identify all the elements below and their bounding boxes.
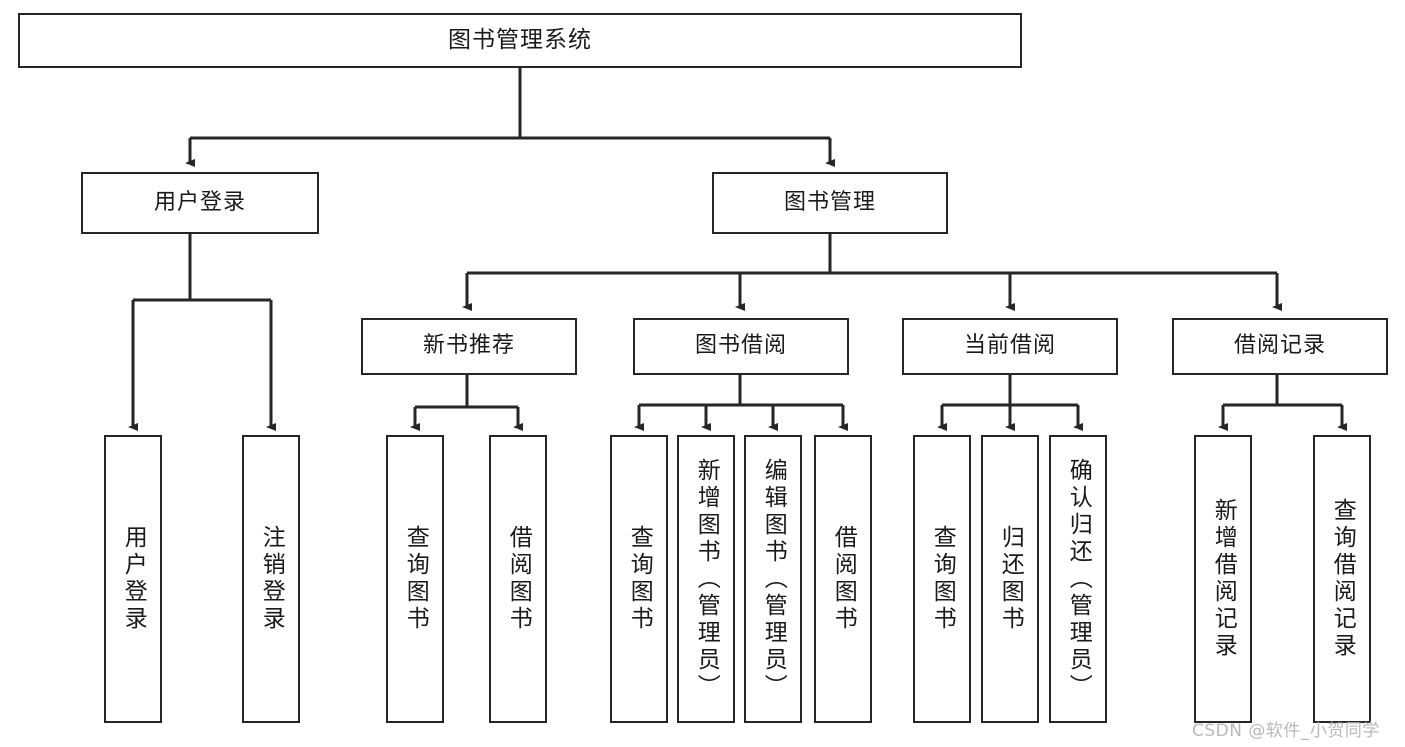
- node-label: 新书推荐: [422, 333, 515, 359]
- leaf-current-query-book[interactable]: 查询图书: [913, 435, 971, 723]
- leaf-borrow-query-book[interactable]: 查询图书: [610, 435, 668, 723]
- leaf-records-add-record[interactable]: 新增借阅记录: [1194, 435, 1252, 723]
- node-borrow-records[interactable]: 借阅记录: [1172, 318, 1388, 375]
- node-label: 注销登录: [258, 525, 285, 633]
- leaf-current-return-book[interactable]: 归还图书: [981, 435, 1039, 723]
- node-label: 查询借阅记录: [1329, 498, 1356, 660]
- leaf-records-query-record[interactable]: 查询借阅记录: [1313, 435, 1371, 723]
- node-current-borrow[interactable]: 当前借阅: [902, 318, 1118, 375]
- leaf-user-login-signin[interactable]: 用户登录: [104, 435, 162, 723]
- node-label: 图书管理: [783, 189, 876, 215]
- node-label: 查询图书: [929, 525, 956, 633]
- leaf-borrow-edit-book-admin[interactable]: 编辑图书（管理员）: [744, 435, 802, 723]
- leaf-borrow-add-book-admin[interactable]: 新增图书（管理员）: [677, 435, 735, 723]
- leaf-borrow-borrow-book[interactable]: 借阅图书: [814, 435, 872, 723]
- node-label: 用户登录: [153, 189, 246, 215]
- node-label: 新增借阅记录: [1210, 498, 1237, 660]
- node-label: 确认归还（管理员）: [1065, 457, 1092, 701]
- leaf-current-confirm-return-admin[interactable]: 确认归还（管理员）: [1049, 435, 1107, 723]
- node-label: 借阅记录: [1233, 333, 1326, 359]
- node-label: 用户登录: [120, 525, 147, 633]
- node-label: 当前借阅: [963, 333, 1056, 359]
- leaf-recommend-query-book[interactable]: 查询图书: [386, 435, 444, 723]
- node-root-system[interactable]: 图书管理系统: [18, 13, 1022, 68]
- leaf-recommend-borrow-book[interactable]: 借阅图书: [489, 435, 547, 723]
- node-label: 新增图书（管理员）: [693, 457, 720, 701]
- node-label: 编辑图书（管理员）: [760, 457, 787, 701]
- leaf-user-login-signout[interactable]: 注销登录: [242, 435, 300, 723]
- node-label: 借阅图书: [505, 525, 532, 633]
- node-label: 归还图书: [997, 525, 1024, 633]
- node-label: 图书管理系统: [448, 26, 592, 53]
- node-book-management[interactable]: 图书管理: [712, 172, 948, 234]
- node-label: 查询图书: [402, 525, 429, 633]
- node-user-login[interactable]: 用户登录: [81, 172, 319, 234]
- node-label: 图书借阅: [694, 333, 787, 359]
- node-new-book-recommend[interactable]: 新书推荐: [361, 318, 577, 375]
- node-label: 借阅图书: [830, 525, 857, 633]
- node-label: 查询图书: [626, 525, 653, 633]
- node-book-borrow[interactable]: 图书借阅: [633, 318, 849, 375]
